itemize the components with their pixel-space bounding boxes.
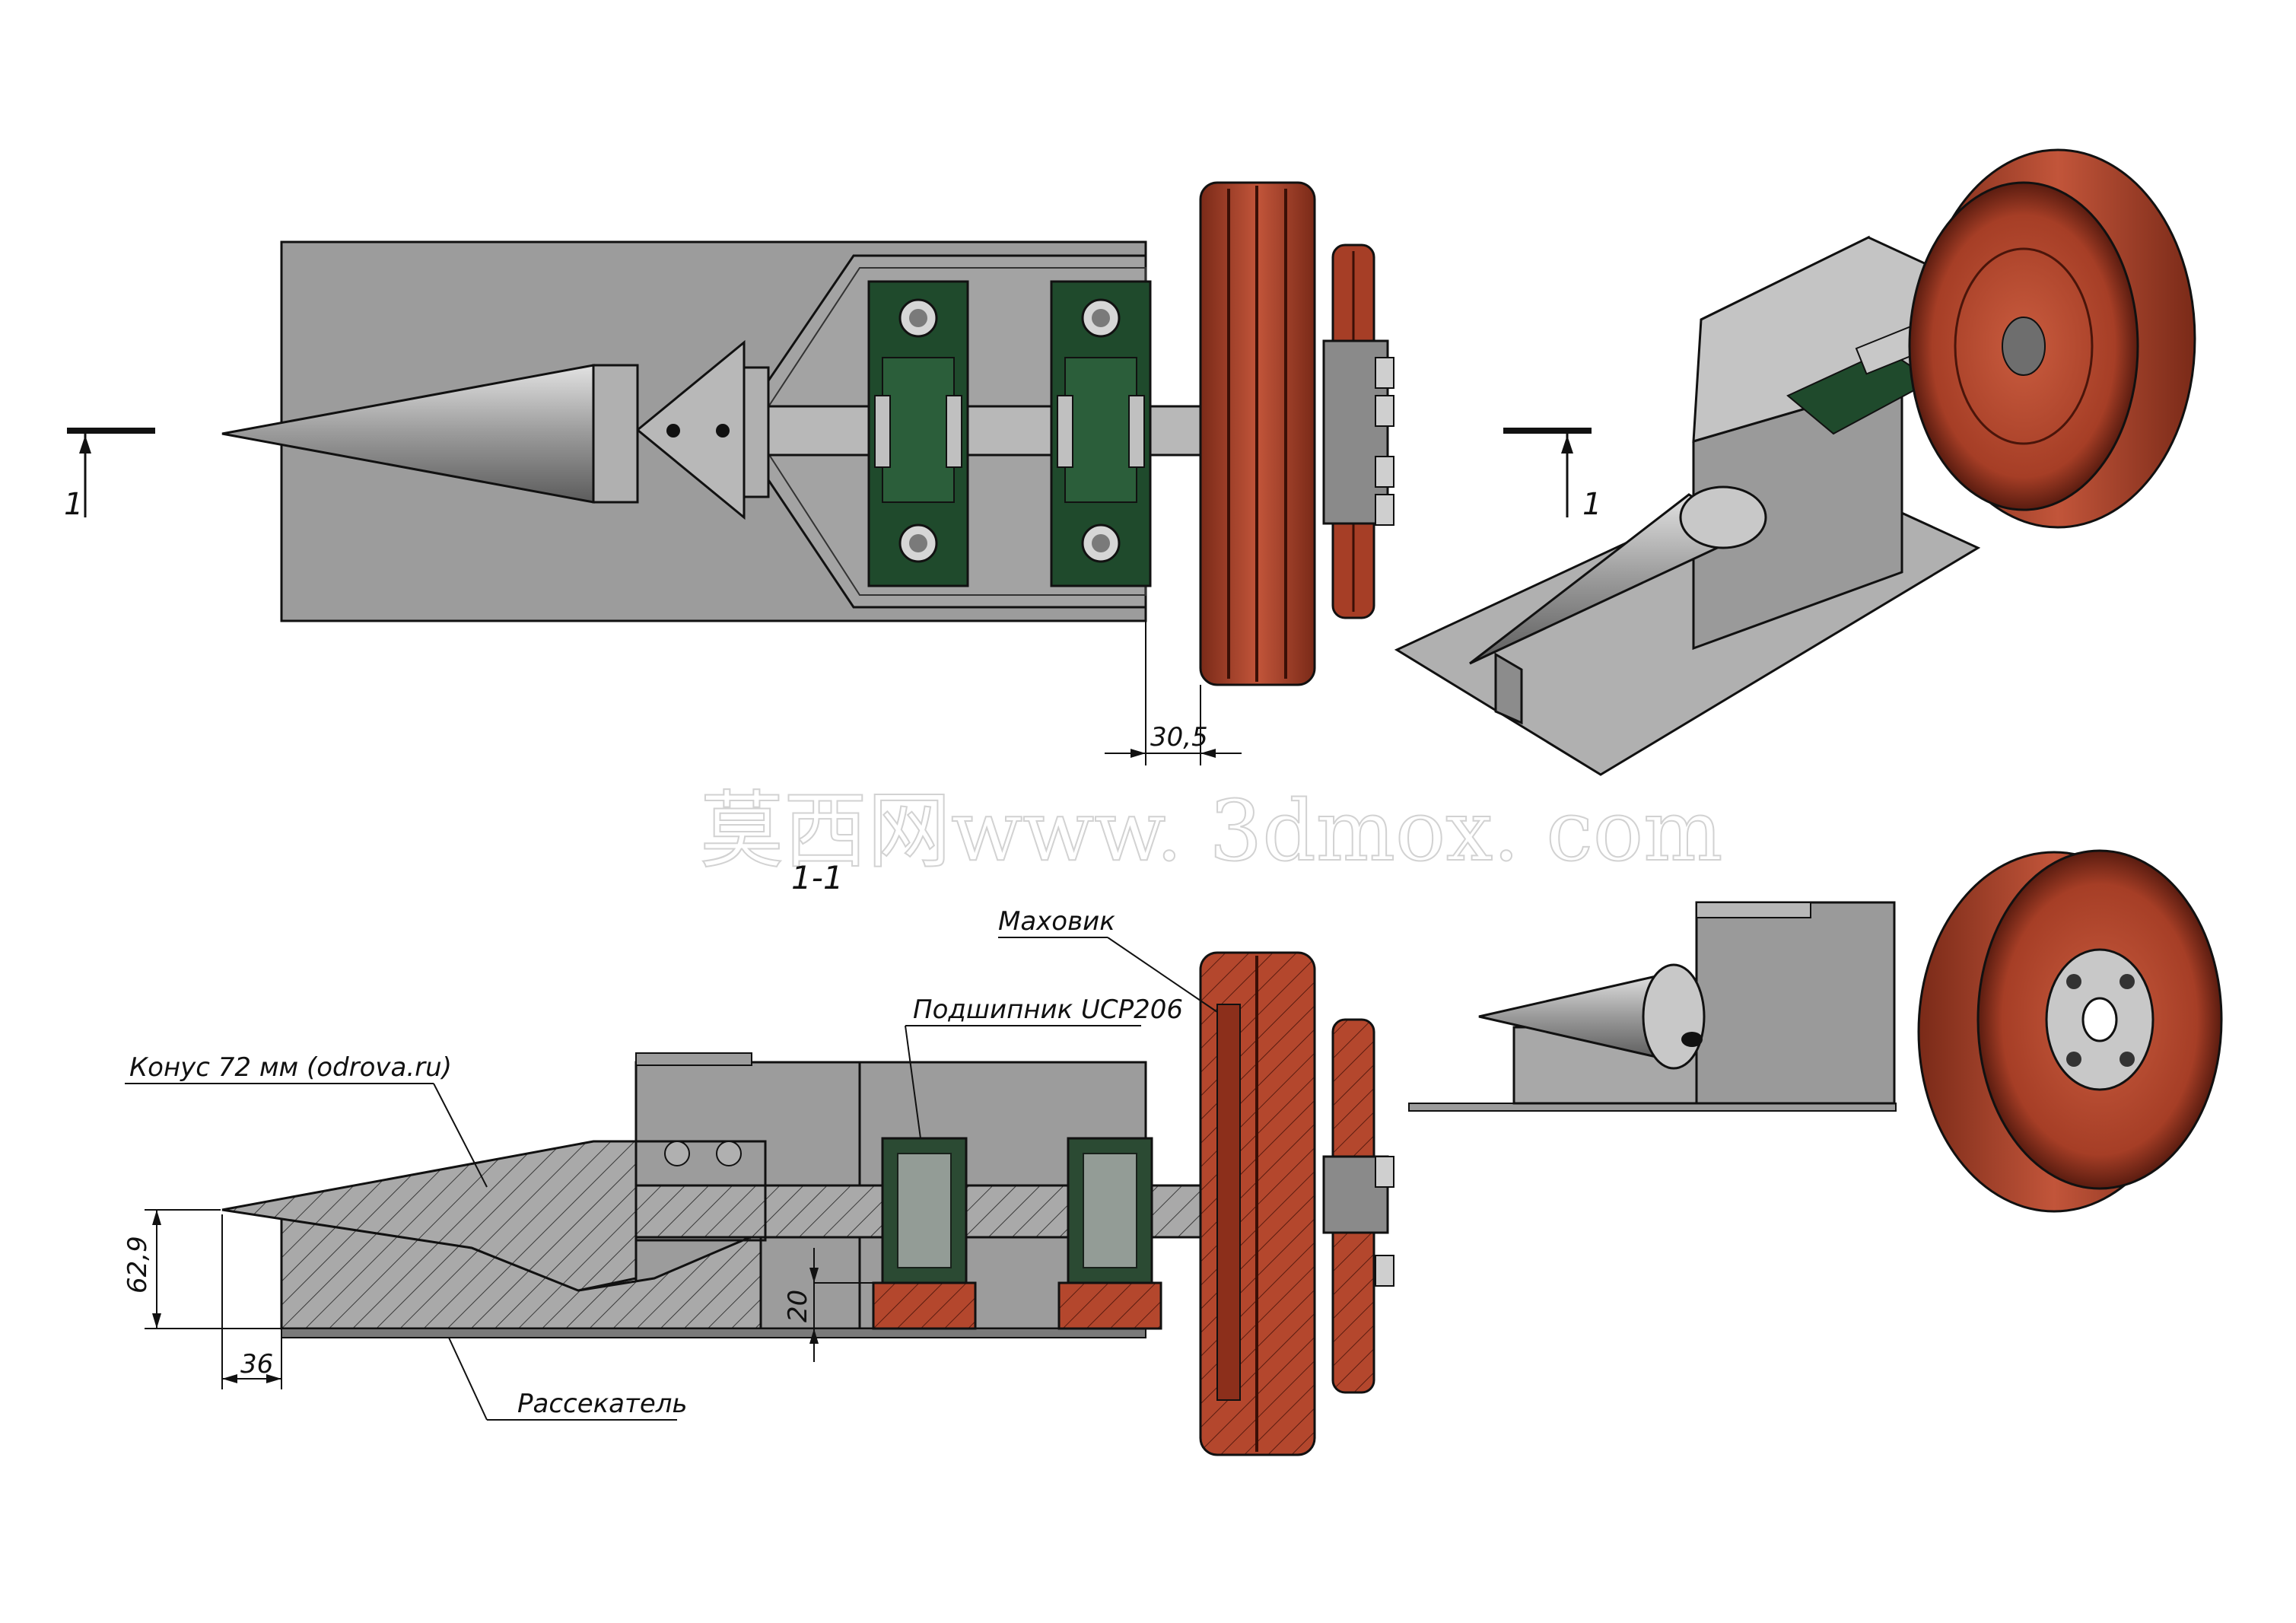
section-title: 1-1 bbox=[791, 859, 844, 896]
iso-view-bottom bbox=[1408, 849, 2223, 1213]
section-pulley bbox=[1322, 1018, 1394, 1394]
pulley-top bbox=[1322, 243, 1394, 619]
bolt bbox=[666, 424, 680, 438]
section-cone bbox=[221, 1140, 638, 1292]
side-cone-base bbox=[1642, 963, 1706, 1070]
iso-view-top bbox=[1394, 148, 2196, 776]
flywheel-top bbox=[1199, 181, 1316, 686]
dimension-bearing-height: 20 bbox=[783, 1290, 813, 1322]
cone-base bbox=[592, 364, 639, 504]
callout-cone: Конус 72 мм (odrova.ru) bbox=[129, 1052, 452, 1083]
section-bearing-left bbox=[872, 1137, 977, 1330]
callout-bearing: Подшипник UCP206 bbox=[913, 994, 1183, 1025]
bearing-right bbox=[1050, 280, 1152, 587]
section-flywheel bbox=[1199, 951, 1316, 1456]
bolt bbox=[716, 424, 730, 438]
section-view: 62,9 36 20 Конус 72 мм (odrova.ru) Подши… bbox=[122, 906, 1394, 1456]
shaft-collar bbox=[743, 366, 770, 498]
section-base-plate bbox=[281, 1328, 1146, 1338]
section-marker-right: 1 bbox=[1582, 487, 1601, 522]
iso-cone-base bbox=[1679, 485, 1767, 549]
side-housing bbox=[1695, 901, 1896, 1105]
watermark: 莫西网www. 3dmox. com bbox=[700, 782, 1722, 880]
top-view: 30,5 1 1 bbox=[64, 181, 1601, 765]
section-marker-left: 1 bbox=[64, 487, 83, 522]
iso-side-wall bbox=[1494, 652, 1523, 725]
section-bearing-right bbox=[1057, 1137, 1162, 1330]
dimension-top-gap: 30,5 bbox=[1150, 722, 1208, 753]
callout-flywheel: Маховик bbox=[998, 906, 1115, 937]
bearing-left bbox=[867, 280, 969, 587]
dimension-cone-offset: 36 bbox=[240, 1349, 273, 1380]
callout-splitter: Рассекатель bbox=[517, 1389, 688, 1419]
dimension-cone-height: 62,9 bbox=[122, 1236, 153, 1294]
